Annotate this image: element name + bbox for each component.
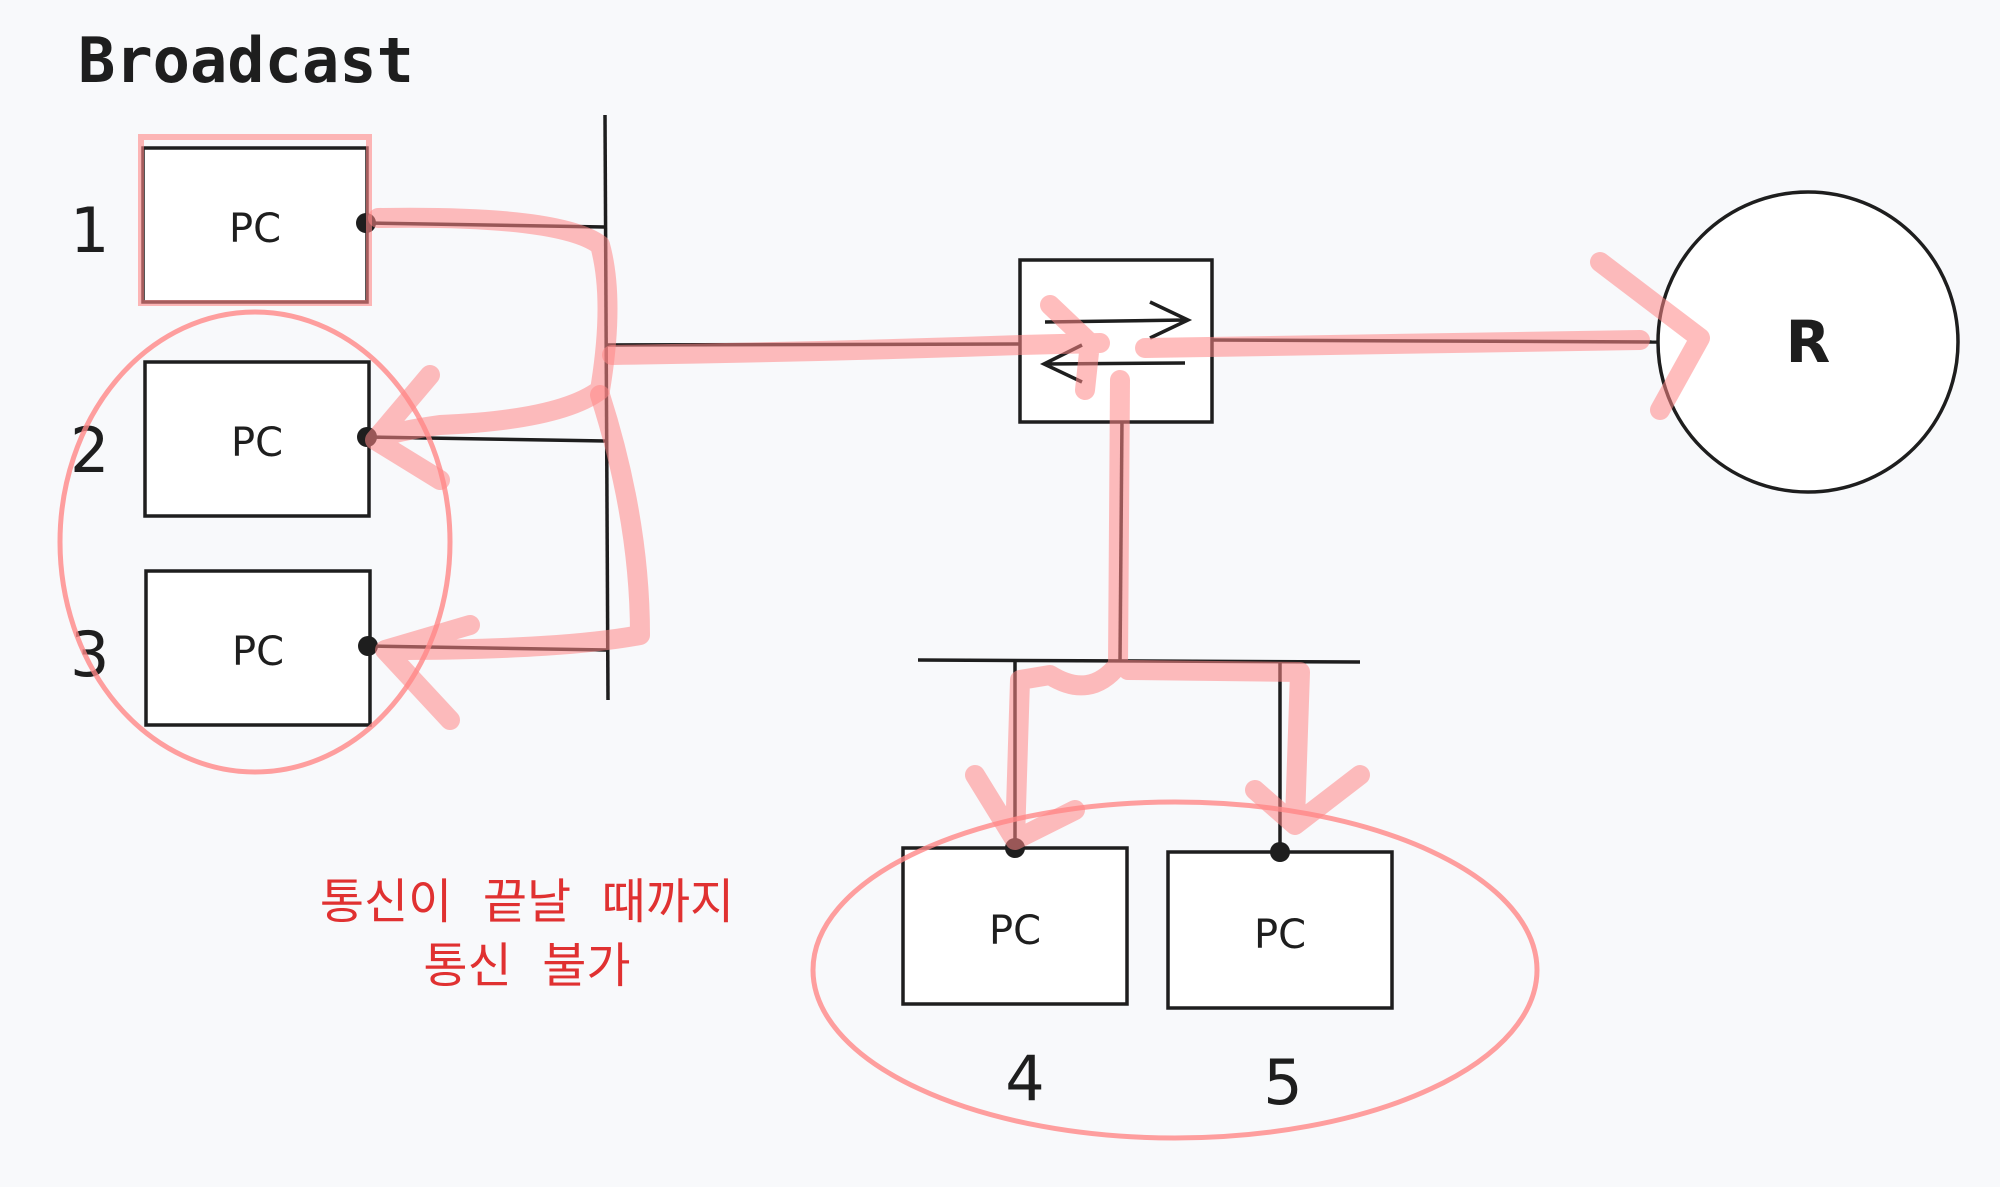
pc-label: PC [229,206,281,252]
pc4-pc5-circle [810,799,1540,1141]
router: R [1656,190,1960,494]
diagram-title: Broadcast [78,24,414,97]
pc-1: PC 1 [70,146,376,304]
note-line-1: 통신이 끝날 때까지 [320,874,734,930]
path-to-pc4-pc5 [965,370,1370,850]
port-dot [358,636,378,656]
pc-2: PC 2 [70,360,377,518]
pc-label: PC [231,420,283,466]
pc-3: PC 3 [70,569,378,727]
pc-number: 5 [1263,1046,1302,1119]
pc-number: 4 [1005,1042,1044,1115]
pc-label: PC [989,908,1041,954]
router-label: R [1786,308,1831,376]
pc-label: PC [232,629,284,675]
pc-5: PC 5 [1166,842,1394,1119]
note-line-2: 통신 불가 [423,938,630,994]
pc-4: PC 4 [901,838,1129,1115]
port-dot [1270,842,1290,862]
highlight-annotations [57,134,1710,1141]
path-to-pc3 [375,385,650,730]
pc2-pc3-circle [57,309,453,775]
pc-label: PC [1254,912,1306,958]
pc-number: 1 [70,194,109,267]
path-to-router [602,252,1710,420]
